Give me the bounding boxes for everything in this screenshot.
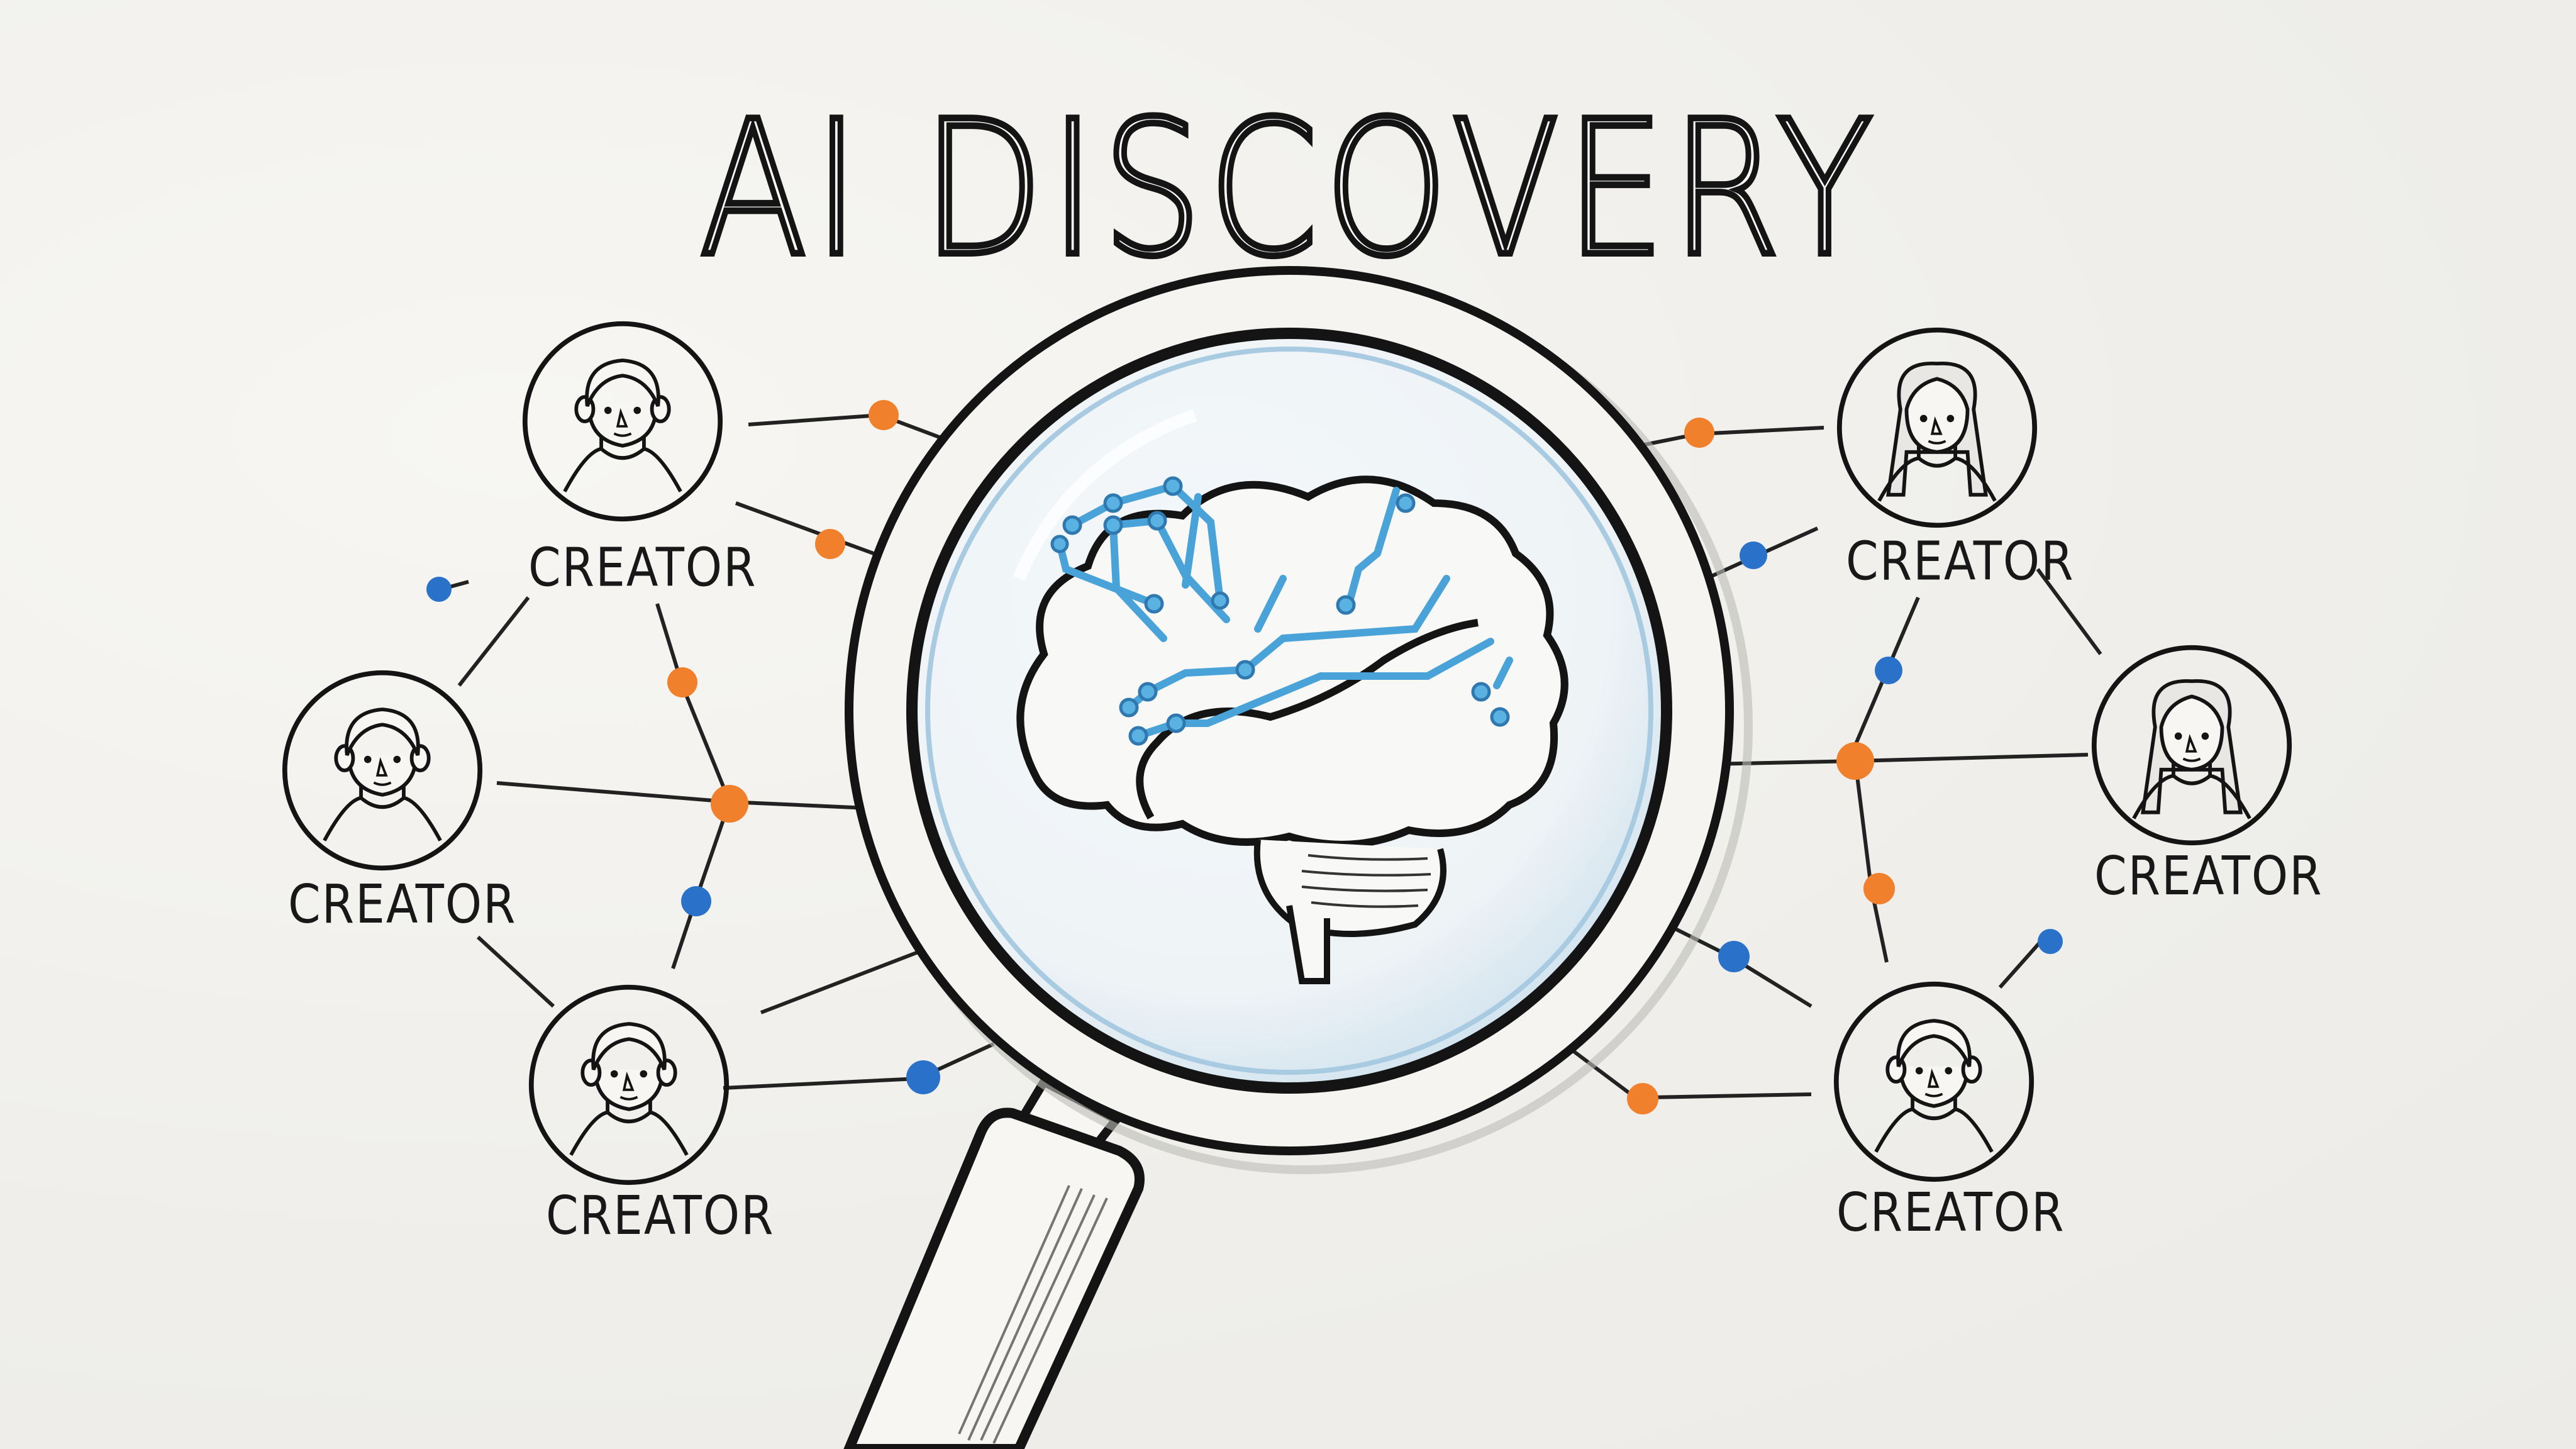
blue-node: [1718, 941, 1750, 972]
orange-node: [869, 400, 899, 430]
blue-node: [2038, 929, 2063, 954]
orange-node: [1627, 1083, 1658, 1114]
avatar-creator-top-left: [525, 324, 720, 519]
creator-label-bottom-left: CREATOR: [546, 1184, 775, 1247]
orange-node: [1684, 418, 1714, 448]
avatar-creator-top-right: [1840, 330, 2035, 525]
orange-node: [667, 667, 697, 697]
orange-node: [815, 529, 845, 559]
network-lines: [433, 413, 2102, 1099]
magnifying-glass-handle-icon: [843, 1075, 1145, 1449]
blue-node: [1740, 541, 1767, 569]
blue-node: [426, 577, 452, 602]
blue-node: [681, 886, 711, 916]
network-nodes: [426, 400, 2063, 1114]
creator-label-mid-left: CREATOR: [288, 873, 517, 936]
orange-node: [1863, 873, 1895, 904]
avatar-creator-bottom-left: [531, 987, 726, 1182]
creator-label-top-left: CREATOR: [528, 536, 757, 599]
avatar-creator-mid-left: [285, 673, 480, 868]
creator-label-bottom-right: CREATOR: [1836, 1181, 2065, 1244]
creator-label-mid-right: CREATOR: [2094, 845, 2323, 908]
creator-label-top-right: CREATOR: [1846, 530, 2075, 593]
avatar-creator-bottom-right: [1836, 984, 2031, 1179]
orange-node: [711, 785, 748, 823]
blue-node: [906, 1060, 940, 1094]
avatar-creator-mid-right: [2094, 648, 2289, 843]
orange-node: [1836, 742, 1874, 780]
brain-icon: [1016, 475, 1568, 984]
title: AI DISCOVERY: [697, 77, 1879, 300]
circuit-nodes: [1050, 476, 1510, 746]
blue-node: [1875, 657, 1902, 684]
